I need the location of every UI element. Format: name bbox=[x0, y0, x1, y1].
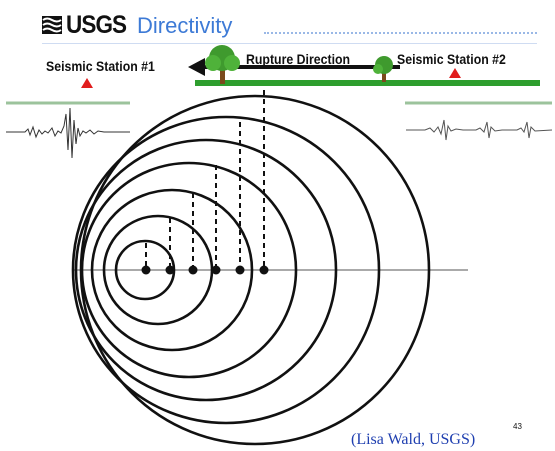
rupture-point bbox=[259, 265, 269, 275]
header-divider bbox=[42, 43, 537, 44]
page-number: 43 bbox=[513, 422, 522, 431]
station-2-marker-icon bbox=[449, 68, 461, 78]
usgs-logo-text: USGS bbox=[66, 10, 127, 39]
wavefront-circle bbox=[74, 138, 338, 402]
wavefront-circle bbox=[71, 115, 381, 425]
tree-icon bbox=[373, 56, 393, 82]
citation: (Lisa Wald, USGS) bbox=[351, 431, 476, 448]
seismogram-station-1 bbox=[6, 107, 130, 159]
station-1-label: Seismic Station #1 bbox=[46, 58, 155, 74]
rupture-point bbox=[188, 265, 198, 275]
ground-strip bbox=[195, 80, 540, 86]
wavefront-circle bbox=[90, 188, 254, 352]
seismogram-station-2 bbox=[406, 119, 553, 141]
station-2-label: Seismic Station #2 bbox=[397, 51, 506, 67]
rupture-points bbox=[141, 265, 269, 275]
wavefront-circle bbox=[79, 94, 431, 446]
tree-icon bbox=[205, 45, 240, 84]
header-dotted-rule bbox=[264, 32, 537, 34]
rupture-point bbox=[165, 265, 175, 275]
usgs-logo-icon bbox=[42, 16, 62, 34]
dashed-lines bbox=[145, 90, 265, 268]
usgs-logo: USGS bbox=[42, 10, 133, 40]
rupture-point bbox=[141, 265, 151, 275]
rupture-point bbox=[235, 265, 245, 275]
station-1-marker-icon bbox=[81, 78, 93, 88]
page-title: Directivity bbox=[137, 13, 233, 38]
rupture-direction-label: Rupture Direction bbox=[246, 51, 351, 67]
rupture-point bbox=[211, 265, 221, 275]
header: USGS Directivity bbox=[42, 8, 537, 44]
